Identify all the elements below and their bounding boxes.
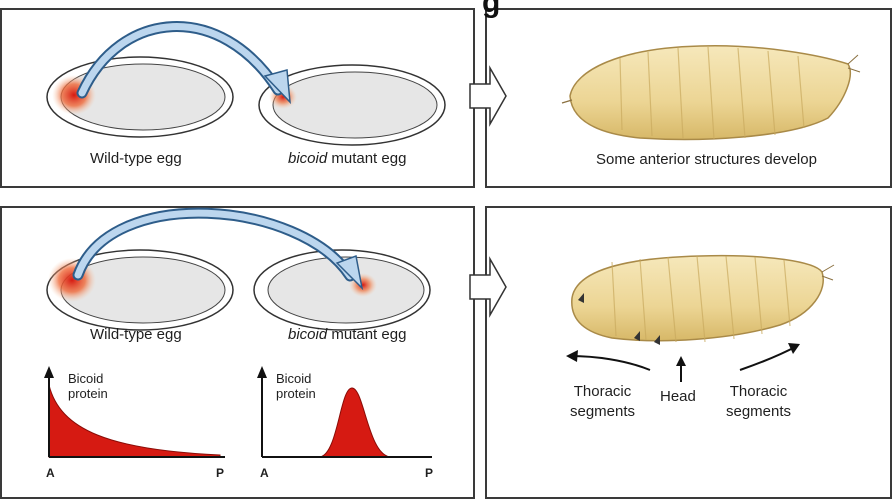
bottom-wildtype-egg bbox=[47, 250, 233, 330]
bottom-mutant-label-rest: mutant egg bbox=[327, 326, 406, 343]
top-wildtype-egg bbox=[47, 57, 233, 137]
thoracic-right-label: Thoracic segments bbox=[726, 382, 791, 422]
bottom-wildtype-label: Wild-type egg bbox=[90, 326, 182, 343]
graph-left-x-start: A bbox=[46, 466, 55, 480]
thoracic-left-line2: segments bbox=[570, 402, 635, 422]
top-result-label: Some anterior structures develop bbox=[596, 151, 817, 168]
graph-right-ylabel-line2: protein bbox=[276, 386, 316, 401]
bottom-mutant-label: bicoid mutant egg bbox=[288, 326, 406, 343]
bottom-result-arrow bbox=[470, 259, 506, 315]
thoracic-left-label: Thoracic segments bbox=[570, 382, 635, 422]
graph-left-x-end: P bbox=[216, 466, 224, 480]
graph-left-ylabel-line2: protein bbox=[68, 386, 108, 401]
top-result-arrow bbox=[470, 68, 506, 124]
top-mutant-label-italic: bicoid bbox=[288, 150, 327, 167]
thoracic-right-line1: Thoracic bbox=[726, 382, 791, 402]
bottom-larva bbox=[572, 256, 834, 345]
top-wildtype-label: Wild-type egg bbox=[90, 150, 182, 167]
thoracic-left-arrow bbox=[566, 350, 650, 370]
thoracic-right-line2: segments bbox=[726, 402, 791, 422]
graph-right-x-start: A bbox=[260, 466, 269, 480]
bottom-mutant-label-italic: bicoid bbox=[288, 326, 327, 343]
graph-right-ylabel: Bicoid protein bbox=[276, 371, 316, 401]
head-label: Head bbox=[660, 388, 696, 405]
graph-left-ylabel-line1: Bicoid bbox=[68, 371, 108, 386]
thoracic-left-line1: Thoracic bbox=[570, 382, 635, 402]
graph-left-ylabel: Bicoid protein bbox=[68, 371, 108, 401]
top-mutant-label-rest: mutant egg bbox=[327, 150, 406, 167]
top-larva bbox=[562, 46, 860, 140]
top-mutant-label: bicoid mutant egg bbox=[288, 150, 406, 167]
graph-right-x-end: P bbox=[425, 466, 433, 480]
graph-right-ylabel-line1: Bicoid bbox=[276, 371, 316, 386]
head-arrow bbox=[676, 356, 686, 382]
thoracic-right-arrow bbox=[740, 343, 800, 370]
